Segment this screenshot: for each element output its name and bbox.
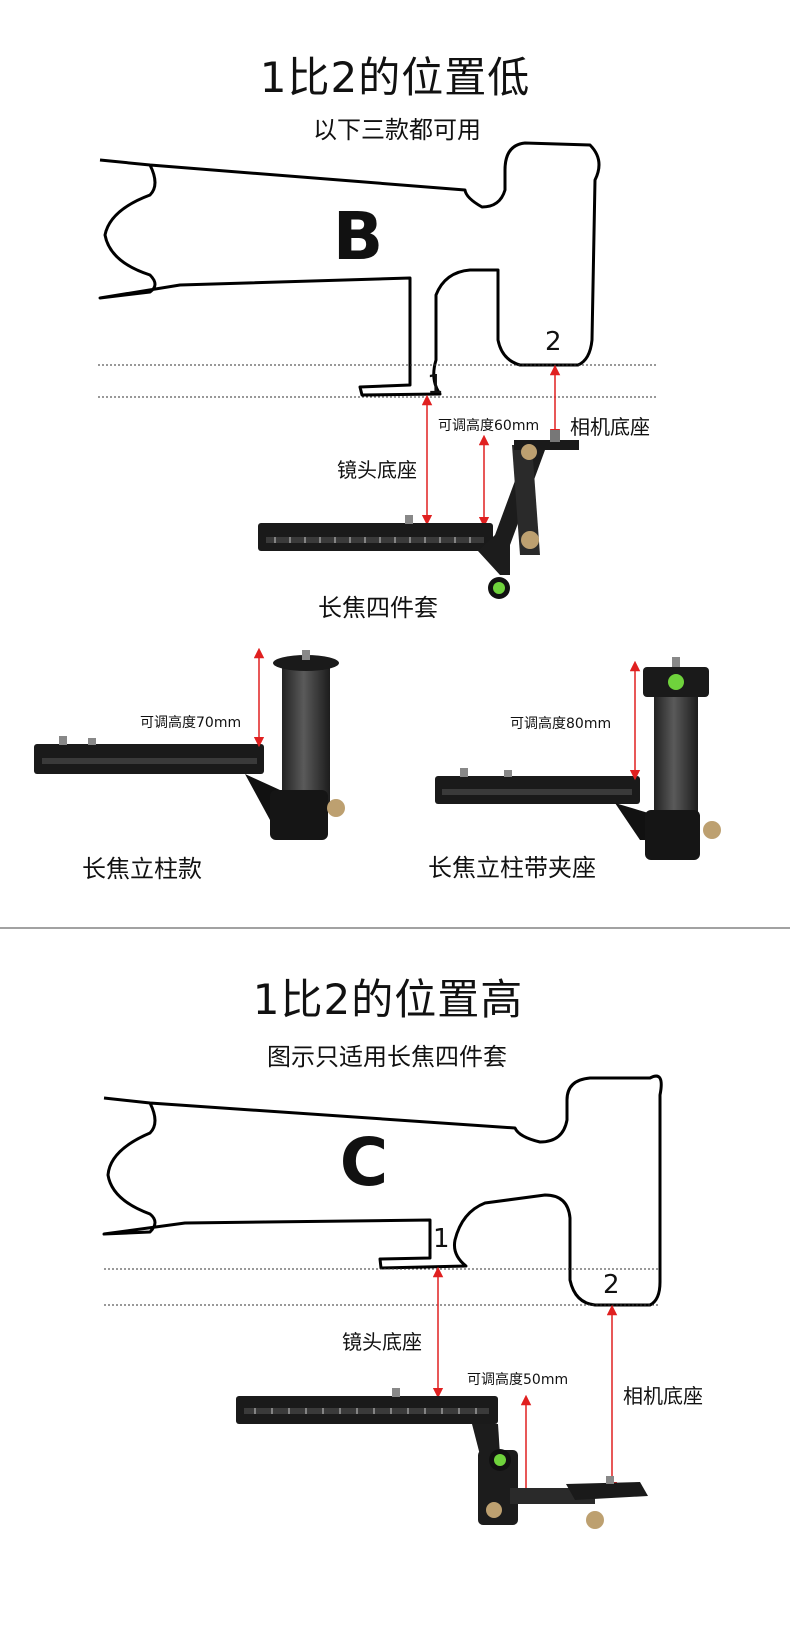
section-c-camera-base-label: 相机底座 <box>623 1384 703 1408</box>
right-product-label: 长焦立柱带夹座 <box>428 854 596 882</box>
camera-lens-outline-b <box>98 141 601 397</box>
section-c-lens-base-label: 镜头底座 <box>342 1330 422 1354</box>
section-c-title: 1比2的位置高 <box>252 975 524 1024</box>
product-image-column-left <box>34 650 345 840</box>
section-b-title: 1比2的位置低 <box>259 53 531 102</box>
section-b-adjust-label: 可调高度60mm <box>438 418 540 434</box>
section-b-letter: B <box>332 198 384 275</box>
section-c-adjust-label: 可调高度50mm <box>467 1372 569 1388</box>
section-b-product-label: 长焦四件套 <box>318 594 438 622</box>
right-adjust-label: 可调高度80mm <box>510 716 612 732</box>
section-b-camera-base-label: 相机底座 <box>570 415 650 439</box>
section-c-mark-1: 1 <box>433 1224 450 1254</box>
section-b-mark-2: 2 <box>545 327 562 357</box>
left-adjust-label: 可调高度70mm <box>140 715 242 731</box>
section-c-mark-2: 2 <box>603 1270 620 1300</box>
section-b-lens-base-label: 镜头底座 <box>337 458 417 482</box>
section-b-mark-1: 1 <box>427 370 444 400</box>
product-image-four-piece-set-b <box>258 430 579 599</box>
camera-lens-outline-c <box>102 1074 663 1307</box>
section-c-letter: C <box>339 1124 389 1201</box>
left-product-label: 长焦立柱款 <box>82 855 202 883</box>
product-image-column-clamp-right <box>435 657 721 860</box>
section-c-subtitle: 图示只适用长焦四件套 <box>267 1043 507 1071</box>
section-b-subtitle: 以下三款都可用 <box>313 116 481 144</box>
product-image-four-piece-set-c <box>236 1388 648 1529</box>
